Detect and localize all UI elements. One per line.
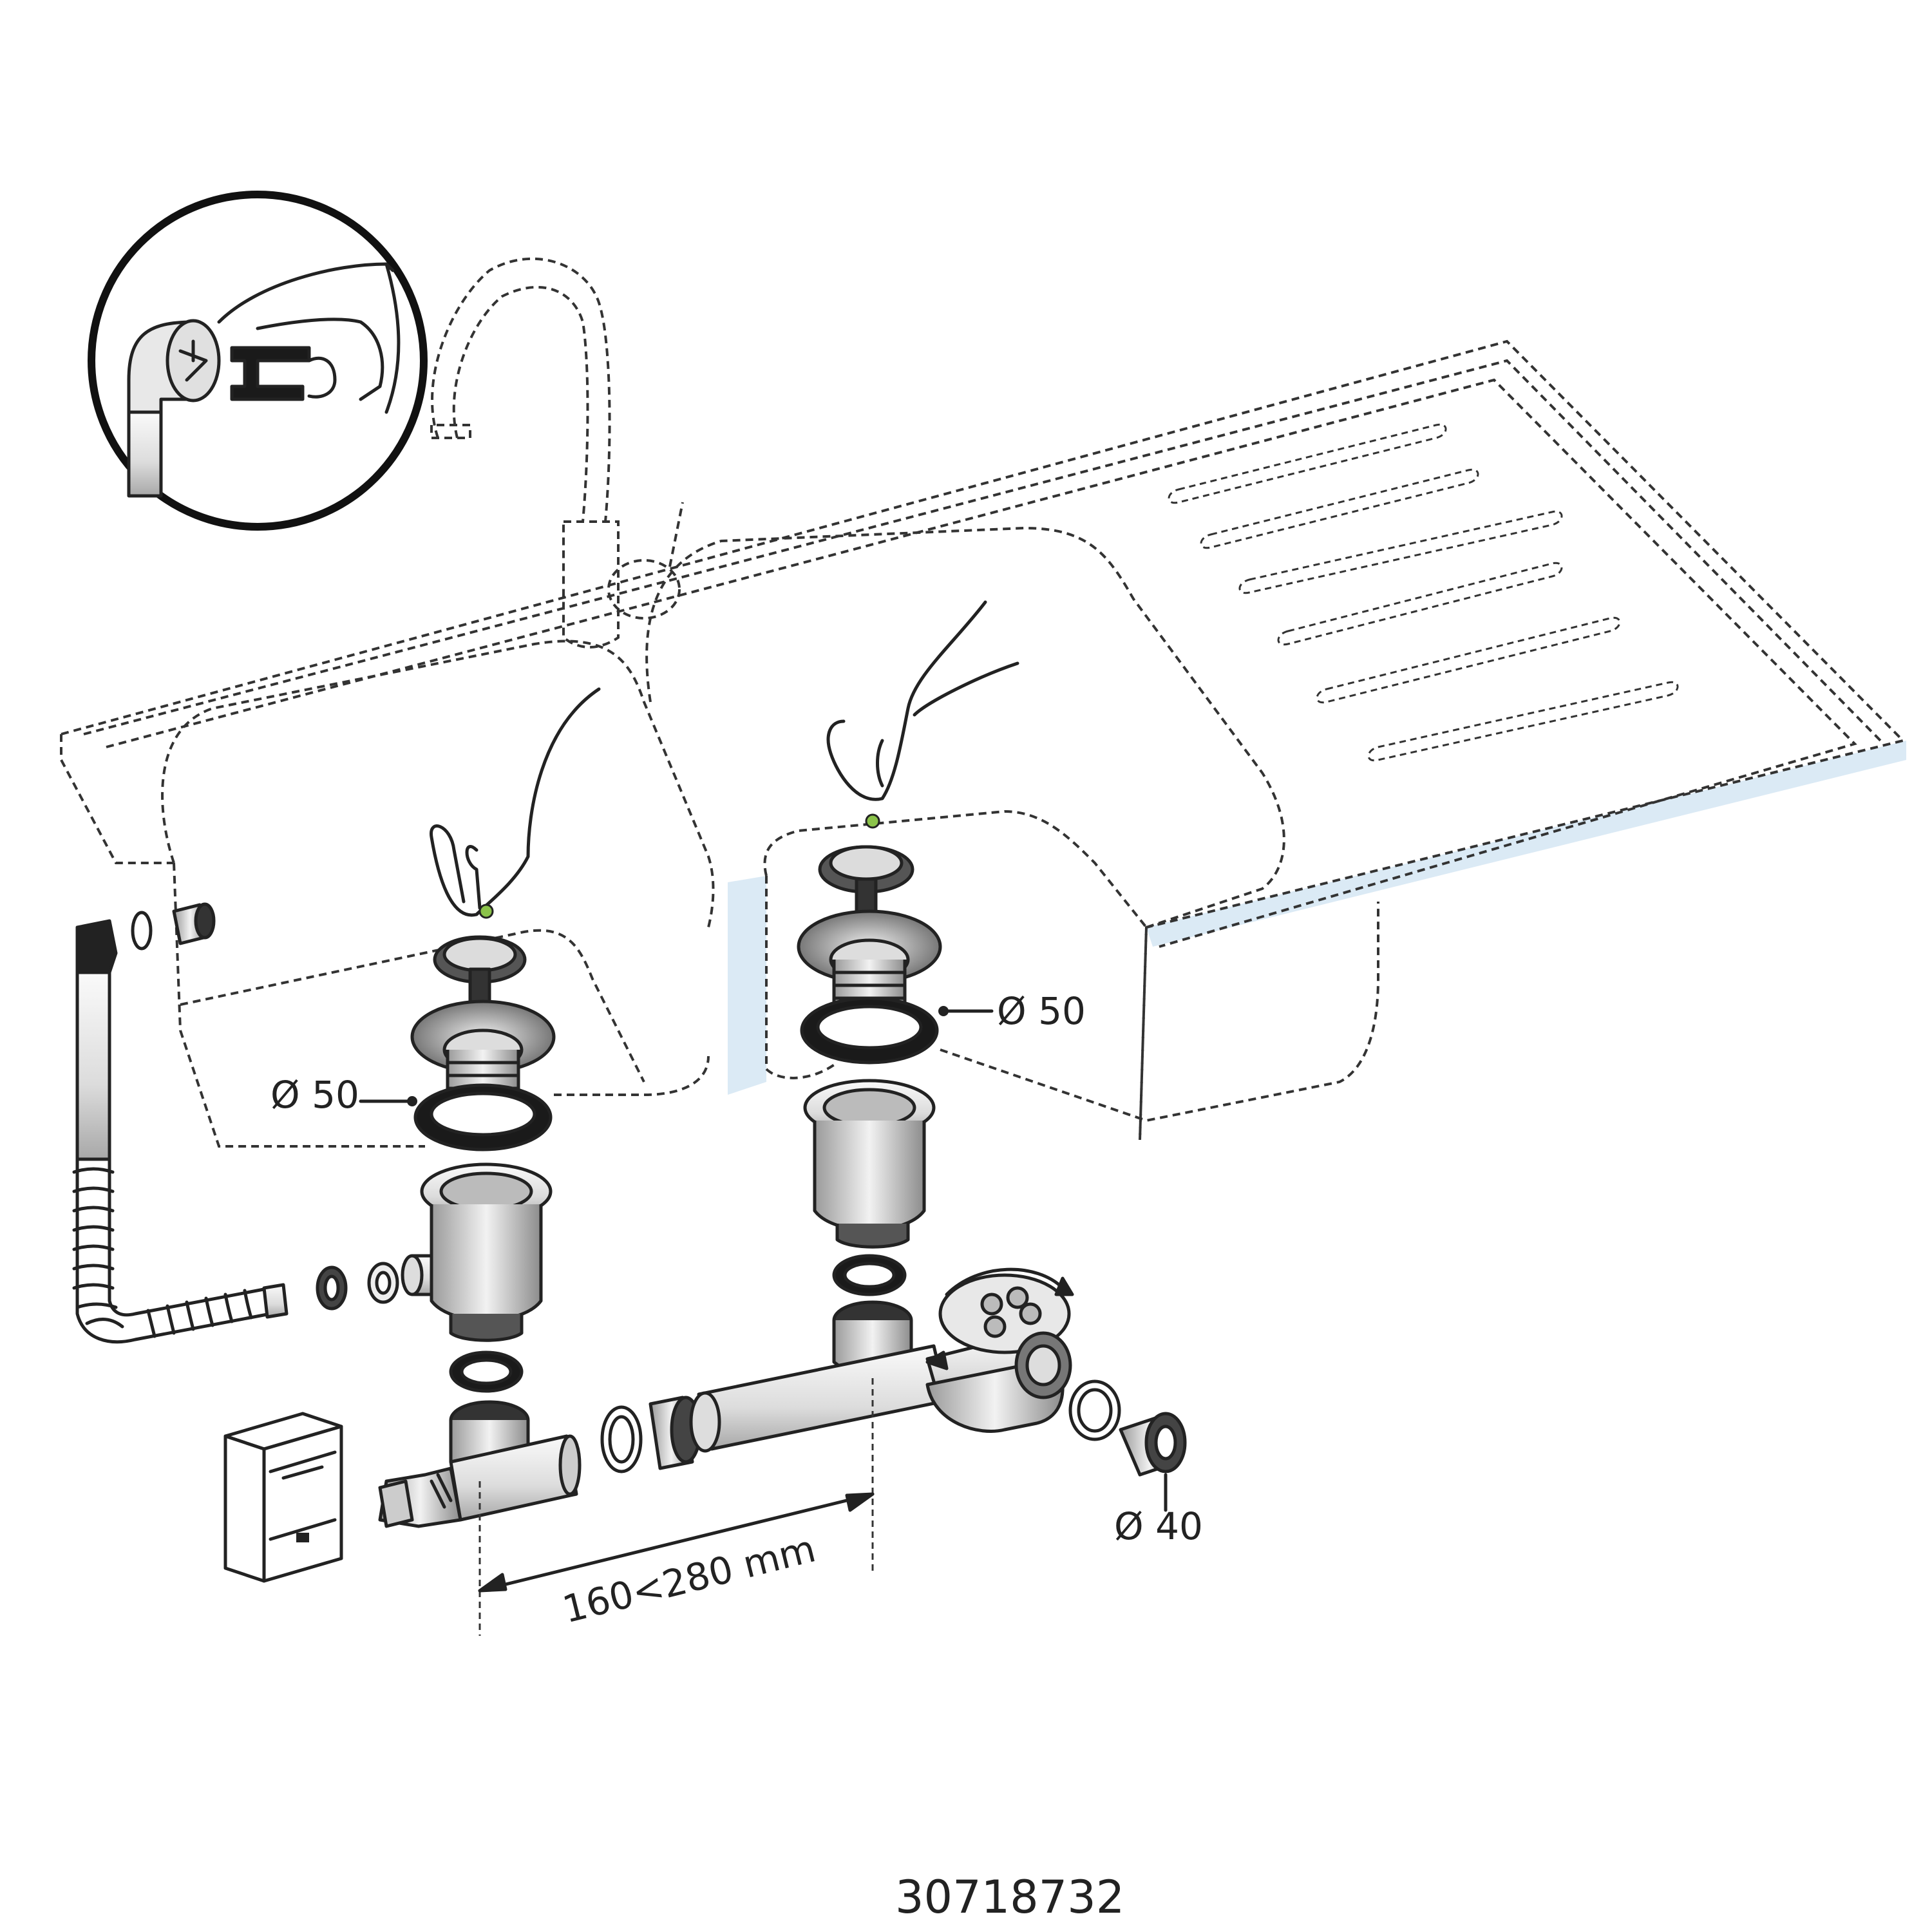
appliance-hose — [72, 902, 399, 1344]
left-hand — [430, 687, 601, 917]
right-strainer-assembly — [797, 600, 1019, 1376]
right-clip-dot — [865, 813, 880, 829]
rotate-arrowhead-top-icon — [1054, 1276, 1074, 1296]
dimension-lines — [359, 1006, 1168, 1636]
label-spacing: 160<280 mm — [558, 1526, 820, 1631]
right-hand — [826, 600, 1019, 801]
sink-divider-tint — [728, 876, 766, 1095]
left-clip-dot — [478, 904, 494, 919]
washing-machine-icon — [223, 1412, 343, 1583]
rotate-arrowhead-bottom-icon — [925, 1350, 949, 1370]
rotate-arrow-icon — [945, 1267, 1065, 1296]
waste-pipe-assembly — [378, 1267, 1187, 1528]
label-diameter-left: Ø 50 — [270, 1073, 359, 1117]
drainboard-ribs — [1168, 423, 1679, 762]
faucet-outline — [430, 257, 684, 649]
inset-circle — [88, 191, 428, 531]
product-code: 30718732 — [895, 1871, 1124, 1924]
label-diameter-outlet: Ø 40 — [1114, 1504, 1203, 1548]
hand-inserting-clip-icon — [127, 262, 401, 498]
label-diameter-right: Ø 50 — [997, 989, 1086, 1033]
sink-outline — [60, 257, 1906, 1148]
left-strainer-assembly — [401, 687, 601, 1476]
